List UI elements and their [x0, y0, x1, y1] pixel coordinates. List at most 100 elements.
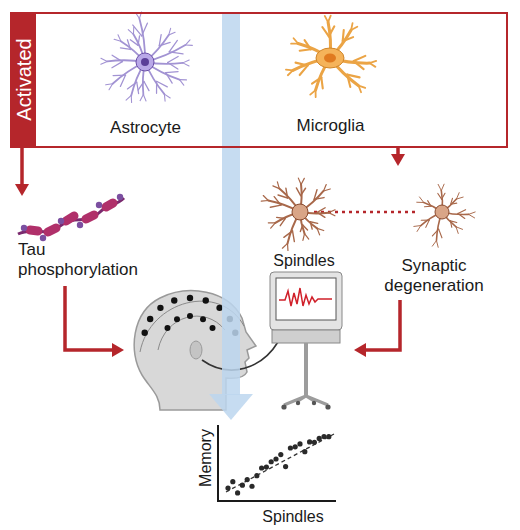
cell-branch — [298, 178, 301, 184]
cell-branch — [280, 219, 285, 226]
cell-branch — [180, 80, 184, 86]
cell-branch — [130, 40, 138, 46]
cell-branch — [442, 193, 445, 199]
activated-frame: ActivatedAstrocyteMicroglia — [10, 12, 508, 148]
cell-branch — [293, 231, 295, 242]
neuron-soma — [435, 205, 449, 219]
data-point — [297, 441, 302, 446]
data-point — [254, 473, 259, 478]
wheel — [325, 404, 330, 409]
wheel — [281, 404, 286, 409]
cell-branch — [303, 225, 308, 230]
cell-branch — [112, 55, 122, 61]
cell-branch — [317, 208, 325, 213]
data-point — [235, 490, 240, 495]
electrode — [210, 325, 216, 331]
cell-branch — [305, 234, 309, 240]
cell-branch — [166, 73, 172, 84]
cell-branch — [143, 94, 146, 100]
astrocyte-nucleus — [141, 58, 149, 66]
electrode — [171, 297, 177, 303]
cell-branch — [120, 75, 125, 86]
cell-branch — [282, 243, 287, 248]
phosphate-dot — [96, 202, 102, 208]
data-point — [249, 484, 254, 489]
cell-branch — [300, 65, 308, 75]
spindle-trace — [279, 288, 332, 306]
cell-branch — [438, 193, 442, 199]
axis-label: Memory — [197, 423, 215, 493]
cell-branch — [296, 188, 300, 196]
cell-branch — [301, 188, 306, 195]
microglia-nucleus — [324, 54, 336, 63]
phosphate-dot — [117, 194, 123, 200]
cell-branch — [159, 42, 170, 45]
cell-branch — [140, 94, 143, 100]
cell-branch — [451, 198, 453, 204]
cell-branch — [277, 182, 279, 189]
cell-branch — [131, 95, 132, 102]
cell-branch — [428, 201, 431, 207]
data-point — [230, 479, 235, 484]
cell-label: Astrocyte — [96, 118, 196, 138]
cell-branch — [138, 81, 144, 90]
cell-branch — [127, 40, 130, 50]
cell-branch — [274, 197, 281, 205]
phosphate-dot — [58, 218, 64, 224]
data-point — [288, 445, 293, 450]
summary-arrow — [209, 12, 253, 420]
cell-branch — [438, 184, 441, 190]
monitor-screen — [276, 278, 336, 320]
cell-branch — [317, 228, 320, 235]
connector-line — [365, 300, 400, 350]
data-point — [259, 465, 264, 470]
arrowhead — [391, 154, 405, 166]
cell-branch — [451, 203, 457, 204]
neuron-soma — [292, 204, 308, 220]
electrode — [174, 316, 180, 322]
cell-branch — [324, 189, 331, 191]
data-point — [245, 477, 250, 482]
data-point — [283, 464, 288, 469]
cell-branch — [370, 63, 376, 67]
cell-branch — [426, 220, 430, 227]
data-point — [225, 485, 230, 490]
cell-branch — [168, 63, 178, 70]
cell-branch — [286, 69, 293, 72]
cell-branch — [314, 190, 317, 200]
cell-branch — [120, 48, 130, 50]
cell-branch — [183, 63, 189, 66]
effect-arrow — [354, 300, 400, 357]
wheel — [312, 401, 316, 405]
device-label: Spindles — [262, 252, 346, 270]
cell-branch — [424, 206, 431, 208]
cell-branch — [432, 229, 438, 236]
cell-branch — [322, 27, 329, 36]
cell-branch — [458, 213, 465, 218]
cell-branch — [183, 60, 189, 63]
data-point — [273, 456, 278, 461]
arrowhead — [354, 343, 366, 357]
data-point — [307, 439, 312, 444]
cell-branch — [310, 90, 315, 95]
connector-line — [65, 286, 113, 350]
cell-branch — [159, 35, 161, 46]
monitor-case — [270, 272, 342, 330]
cell-branch — [303, 234, 305, 241]
astrocyte-soma — [136, 53, 154, 71]
cell-branch — [138, 36, 139, 45]
data-point — [240, 483, 245, 488]
cell-branch — [166, 71, 178, 73]
cell-branch — [310, 222, 312, 229]
cell-branch — [354, 61, 364, 69]
cell-branch — [284, 231, 293, 237]
electrode — [203, 297, 209, 303]
electrode — [147, 316, 153, 322]
cell-branch — [314, 198, 324, 200]
tau-strand — [18, 198, 124, 234]
cell-branch — [101, 61, 107, 64]
process-group: Tau phosphorylation — [10, 196, 150, 286]
cell-branch — [157, 81, 168, 87]
cell-branch — [329, 213, 335, 216]
cell-branch — [469, 212, 476, 214]
